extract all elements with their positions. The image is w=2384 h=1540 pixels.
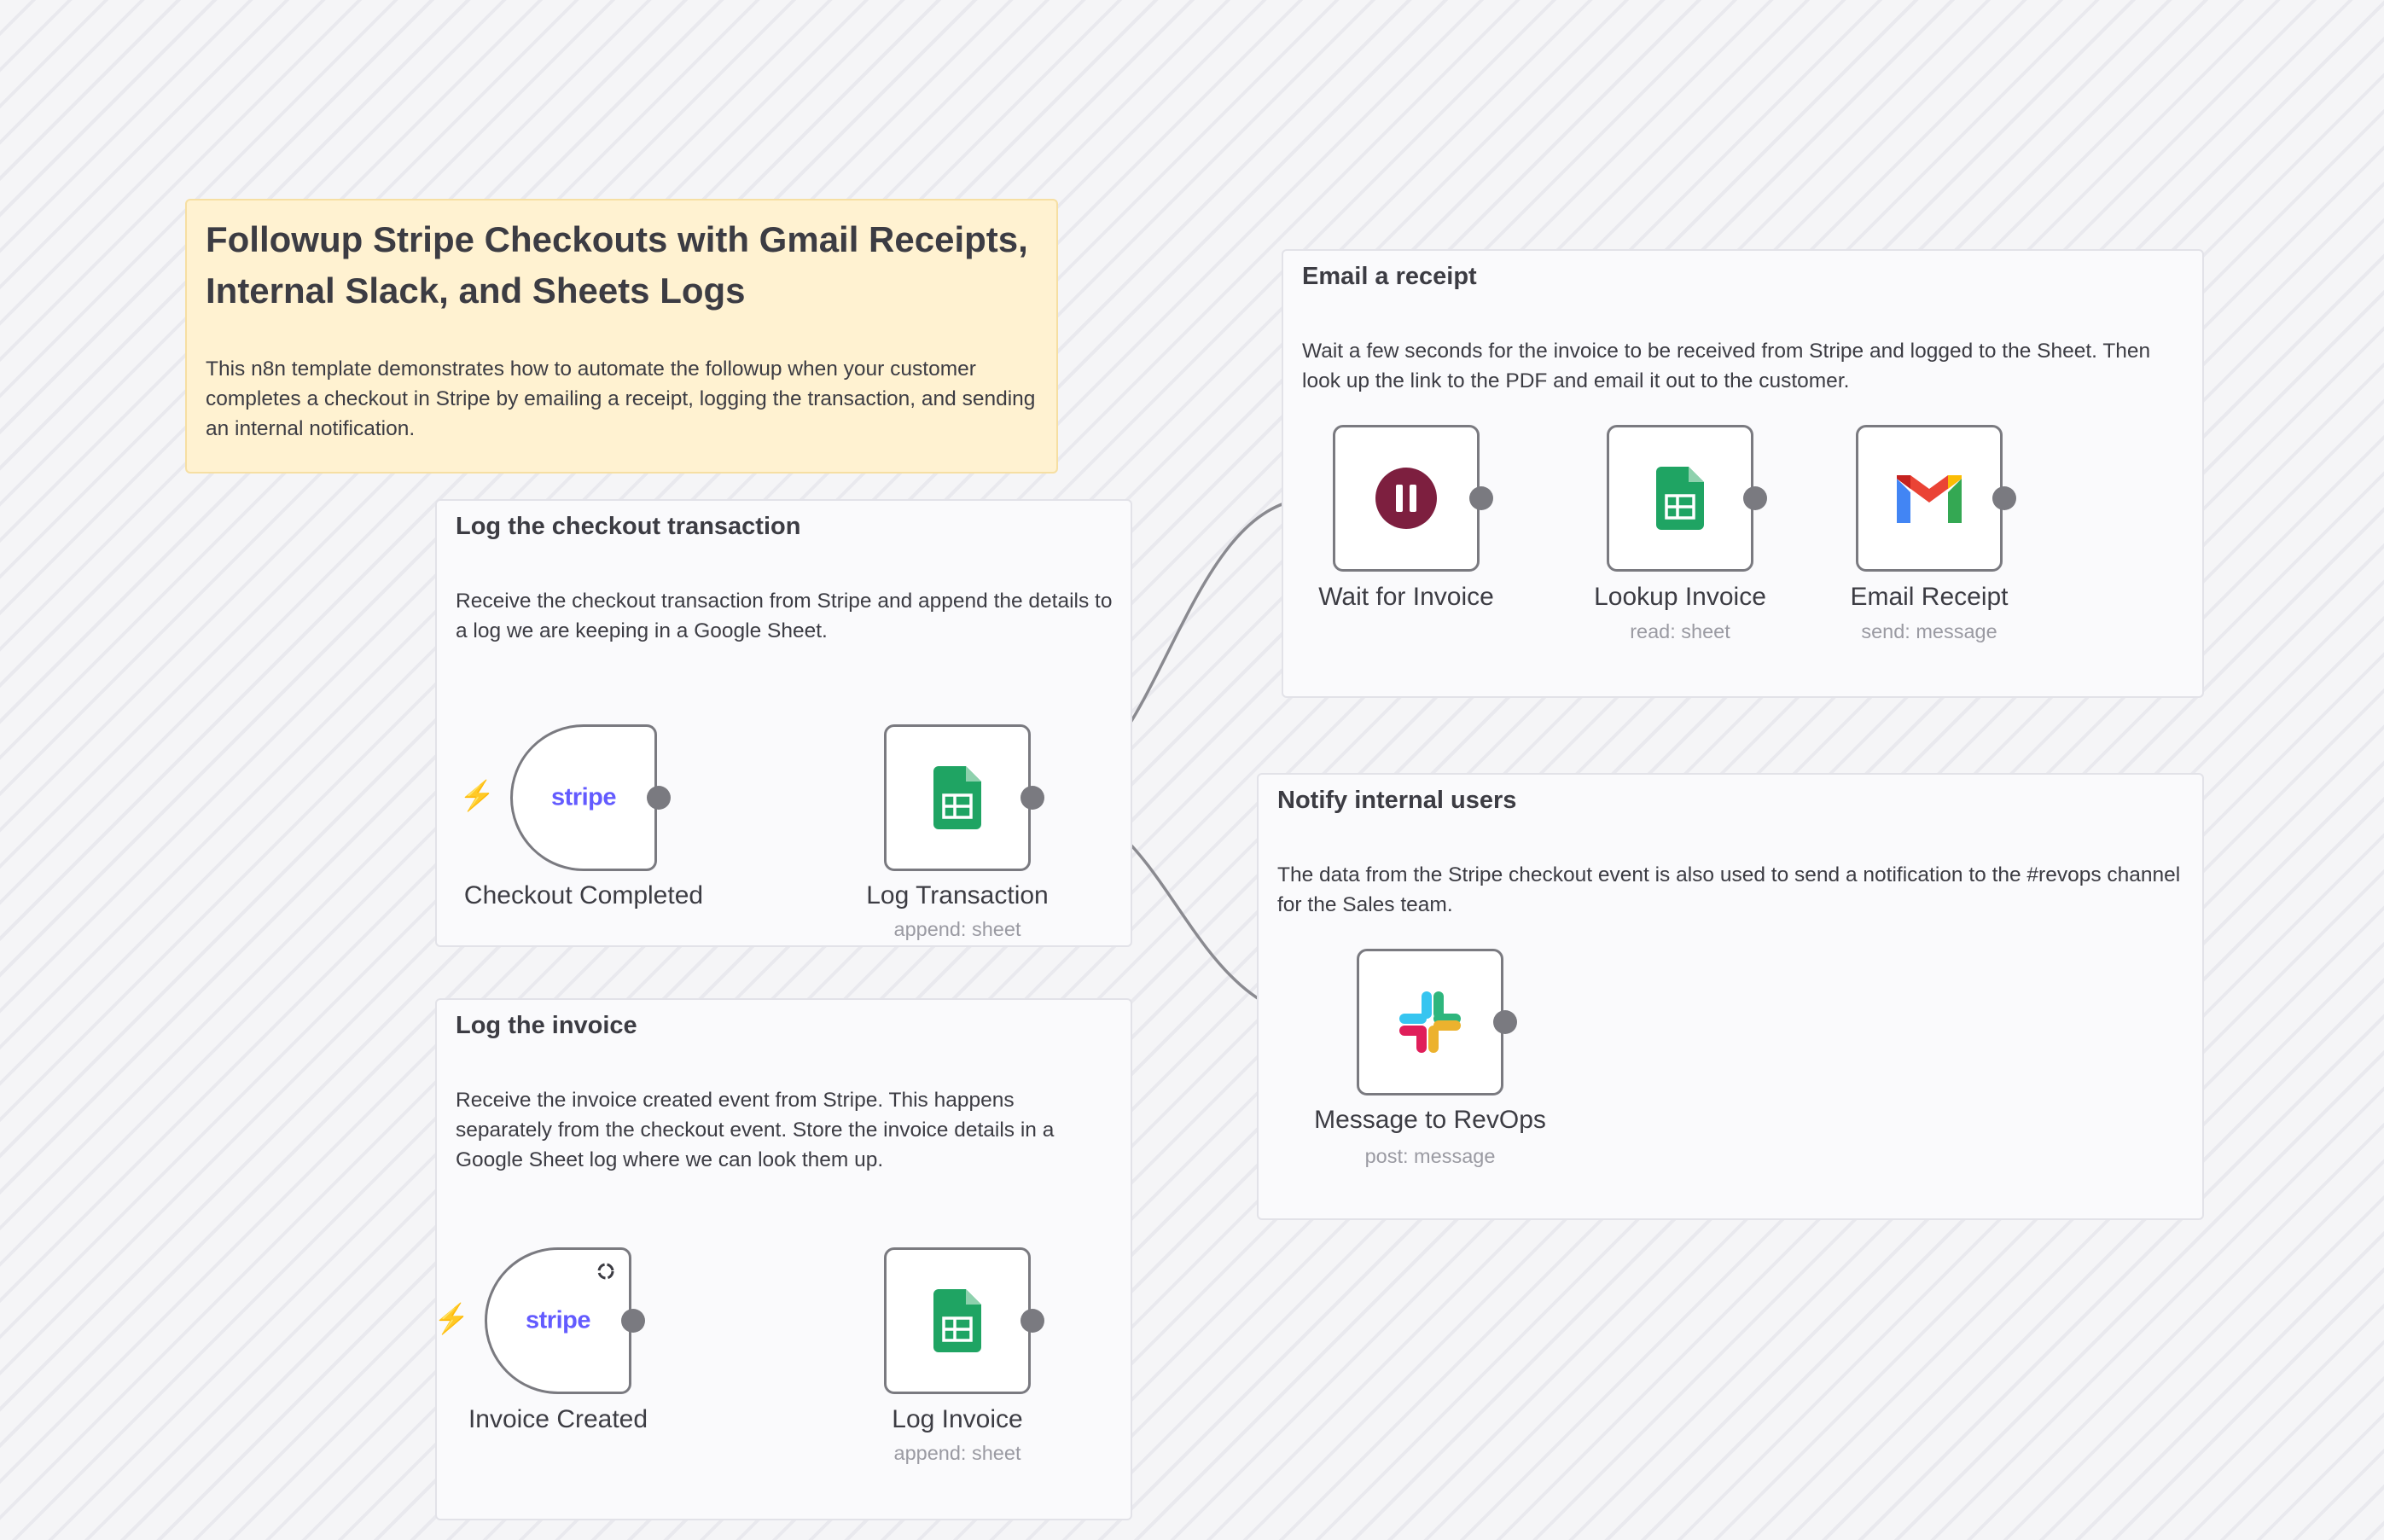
node-invoice-created[interactable]: stripe [485, 1247, 631, 1394]
node-subtitle: send: message [1861, 620, 1997, 642]
node-label: Checkout Completed [463, 881, 704, 909]
output-handle[interactable] [1469, 486, 1493, 510]
google-sheets-icon [1656, 467, 1704, 530]
output-handle[interactable] [1020, 786, 1044, 810]
trigger-bolt-icon: ⚡ [433, 1303, 470, 1335]
intro-title: Followup Stripe Checkouts with Gmail Rec… [206, 219, 1028, 311]
node-label: Lookup Invoice [1594, 583, 1766, 611]
node-label: Log Transaction [866, 881, 1049, 909]
output-handle[interactable] [1743, 486, 1767, 510]
node-label: Invoice Created [468, 1405, 648, 1433]
output-handle[interactable] [1992, 486, 2016, 510]
sticky-title: Email a receipt [1302, 263, 1477, 290]
sticky-description: Receive the invoice created event from S… [456, 1089, 1055, 1171]
node-subtitle: post: message [1364, 1145, 1496, 1167]
pause-icon [1375, 468, 1437, 529]
sticky-title: Notify internal users [1277, 787, 1517, 814]
node-wait-for-invoice[interactable] [1333, 425, 1480, 572]
node-log-transaction[interactable] [884, 724, 1031, 871]
google-sheets-icon [933, 766, 981, 829]
intro-description: This n8n template demonstrates how to au… [206, 357, 1036, 440]
stripe-icon: stripe [551, 783, 616, 811]
trigger-bolt-icon: ⚡ [459, 780, 496, 812]
sticky-description: Receive the checkout transaction from St… [456, 590, 1113, 642]
gmail-icon [1897, 475, 1962, 523]
sticky-description: Wait a few seconds for the invoice to be… [1302, 340, 2151, 392]
node-message-to-revops[interactable] [1357, 949, 1503, 1095]
node-subtitle: append: sheet [893, 1442, 1021, 1464]
output-handle[interactable] [621, 1309, 645, 1333]
sticky-title: Log the invoice [456, 1012, 637, 1039]
node-label: Log Invoice [892, 1405, 1023, 1433]
node-label: Wait for Invoice [1318, 583, 1494, 611]
stripe-icon: stripe [526, 1306, 590, 1334]
sticky-title: Log the checkout transaction [456, 513, 801, 540]
sticky-log-checkout[interactable]: Log the checkout transaction Receive the… [435, 499, 1132, 947]
node-checkout-completed[interactable]: stripe [510, 724, 657, 871]
refresh-icon [597, 1263, 614, 1280]
node-subtitle: read: sheet [1630, 620, 1730, 642]
output-handle[interactable] [1493, 1010, 1517, 1034]
node-email-receipt[interactable] [1856, 425, 2003, 572]
node-label: Message to RevOps [1314, 1106, 1546, 1134]
google-sheets-icon [933, 1289, 981, 1352]
node-lookup-invoice[interactable] [1607, 425, 1753, 572]
node-log-invoice[interactable] [884, 1247, 1031, 1394]
output-handle[interactable] [647, 786, 671, 810]
sticky-description: The data from the Stripe checkout event … [1277, 863, 2181, 916]
node-label: Email Receipt [1850, 583, 2009, 611]
output-handle[interactable] [1020, 1309, 1044, 1333]
node-subtitle: append: sheet [893, 918, 1021, 940]
slack-icon [1399, 991, 1461, 1053]
intro-sticky-note[interactable]: Followup Stripe Checkouts with Gmail Rec… [185, 199, 1058, 474]
